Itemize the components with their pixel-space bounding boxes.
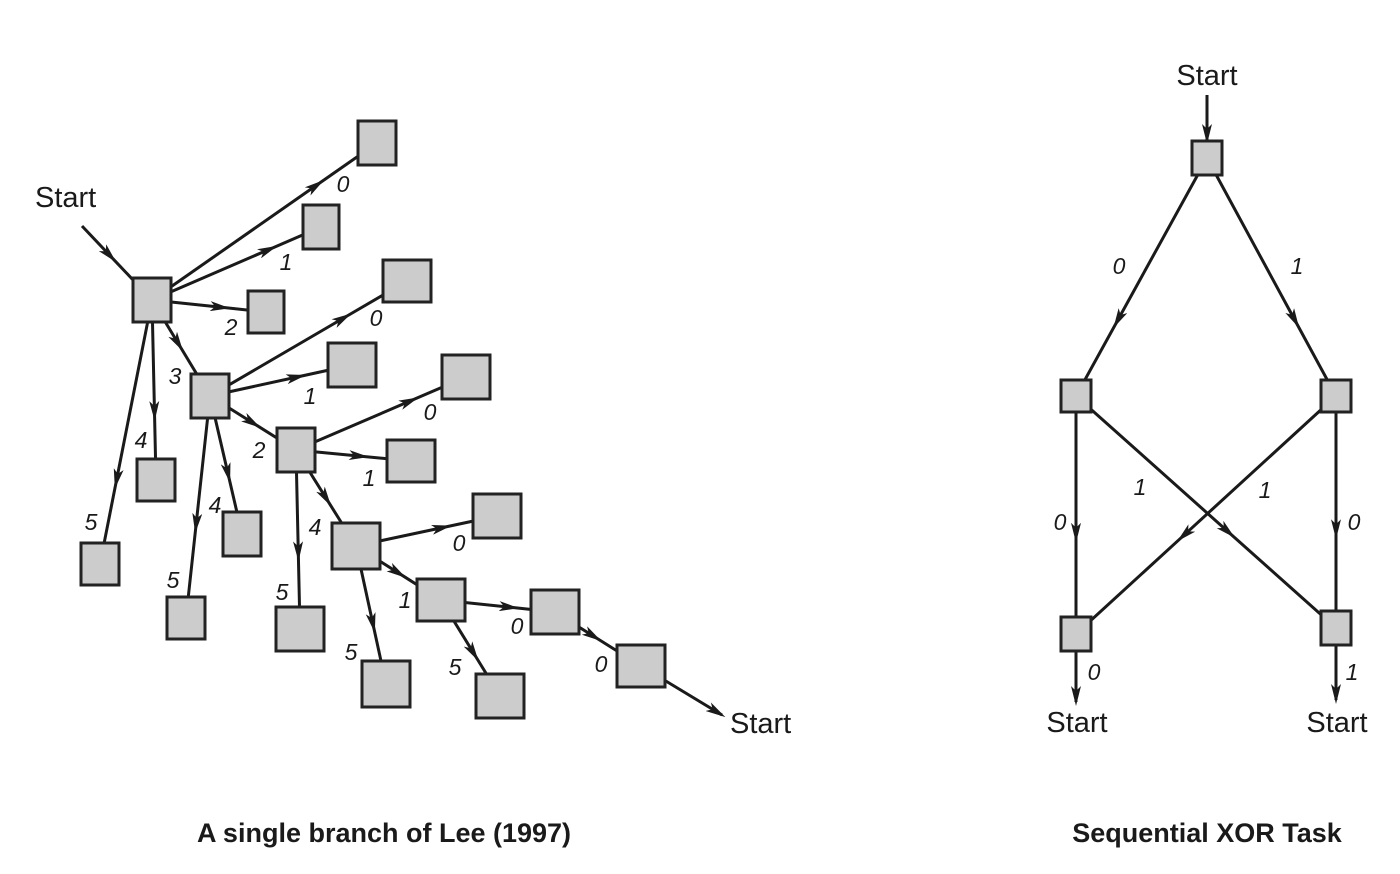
right-start-bottom-left-label: Start <box>1046 707 1107 739</box>
state-node <box>1319 609 1353 647</box>
edge-R0-RL <box>1074 157 1209 397</box>
state-node <box>275 426 317 474</box>
edge-C2-D5 <box>293 449 304 630</box>
edge-A-B5 <box>98 299 154 565</box>
left-diagram-title: A single branch of Lee (1997) <box>197 818 571 848</box>
edge-label: 4 <box>135 427 148 453</box>
state-node <box>246 289 286 335</box>
edge-B3-C5 <box>184 395 212 619</box>
state-node <box>385 438 437 484</box>
edge-label: 0 <box>453 530 466 556</box>
edge-label: 2 <box>224 314 238 340</box>
edge-label: 5 <box>167 567 180 593</box>
edge-label: 5 <box>85 509 98 535</box>
state-node <box>415 577 467 623</box>
state-node <box>165 595 207 641</box>
edge-label: 3 <box>169 363 182 389</box>
edge-A-B1 <box>151 225 322 302</box>
edge-label: 1 <box>304 383 317 409</box>
edge-label: 1 <box>1291 253 1304 279</box>
state-node <box>274 605 326 653</box>
edge-label: 1 <box>1346 659 1359 685</box>
edge-label: 2 <box>252 437 266 463</box>
state-node <box>615 643 667 689</box>
state-node <box>1059 615 1093 653</box>
edge-label: 1 <box>1259 477 1272 503</box>
edge-label: 1 <box>1134 474 1147 500</box>
edge-label: 0 <box>370 305 383 331</box>
edge-label: 4 <box>209 492 222 518</box>
state-node <box>135 457 177 503</box>
edge-label: 0 <box>1113 253 1126 279</box>
edge-label: 1 <box>399 587 412 613</box>
edge-label: 0 <box>595 651 608 677</box>
edge-label: 4 <box>309 514 322 540</box>
state-node <box>471 492 523 540</box>
edge-label: 0 <box>424 399 437 425</box>
edge-RL-RBR <box>1075 394 1337 630</box>
edge-label: 1 <box>363 465 376 491</box>
state-node <box>381 258 433 304</box>
edge-A-B4 <box>149 299 160 481</box>
edge-label: 5 <box>276 579 289 605</box>
edge-label: 0 <box>511 613 524 639</box>
edge-label: 5 <box>345 639 358 665</box>
state-node <box>301 203 341 251</box>
edge-A-B0 <box>151 141 378 302</box>
state-node <box>440 353 492 401</box>
right-start-top-label: Start <box>1176 60 1237 92</box>
state-node <box>79 541 121 587</box>
state-node <box>131 276 173 324</box>
right-start-bottom-right-label: Start <box>1306 707 1367 739</box>
edge-label: 0 <box>1348 509 1361 535</box>
left-start-in-label: Start <box>35 182 96 214</box>
edge-label: 0 <box>1054 509 1067 535</box>
left-start-out-label: Start <box>730 708 791 740</box>
state-node <box>360 659 412 709</box>
state-node <box>474 672 526 720</box>
edge-label: 5 <box>449 654 462 680</box>
edge-R0-RR <box>1205 157 1338 397</box>
state-node <box>529 588 581 636</box>
state-node <box>326 341 378 389</box>
state-node <box>356 119 398 167</box>
edge-label: 0 <box>337 171 350 197</box>
state-node <box>1190 139 1224 177</box>
edge-label: 1 <box>280 249 293 275</box>
state-node <box>1059 378 1093 414</box>
state-node <box>330 521 382 571</box>
state-node <box>189 372 231 420</box>
edge-RR-RBL <box>1074 394 1338 636</box>
right-diagram-title: Sequential XOR Task <box>1072 818 1343 848</box>
edge-label: 0 <box>1088 659 1101 685</box>
state-node <box>1319 378 1353 414</box>
state-node <box>221 510 263 558</box>
